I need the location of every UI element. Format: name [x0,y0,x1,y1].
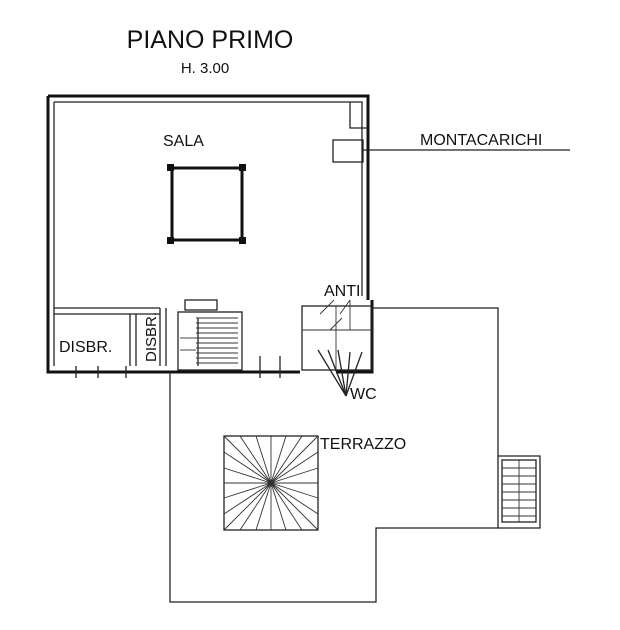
window-ticks [75,356,281,378]
disbr-label-1: DISBR. [59,339,112,356]
montacarichi-shaft [332,139,364,163]
montacarichi-label: MONTACARICHI [420,132,542,149]
terrace-skylight [223,435,319,531]
main-staircase [177,299,243,371]
anti-label: ANTI [324,283,360,300]
disbr-label-2: DISBR. [143,312,160,362]
disbr-partition [129,314,137,366]
wc-anti-block [301,299,373,371]
building-walls [46,94,374,374]
terrace-outline [169,307,541,603]
sala-column-frame [167,164,246,244]
plan-height-note: H. 3.00 [181,60,229,77]
disbr2-partition [159,308,167,366]
wc-label: WC [350,386,377,403]
terrace-staircase [501,459,537,523]
partition-wall [54,307,160,315]
plan-title: PIANO PRIMO [127,26,294,54]
wc-leaders [317,349,363,397]
sala-label: SALA [163,133,204,150]
terrazzo-label: TERRAZZO [320,436,406,453]
